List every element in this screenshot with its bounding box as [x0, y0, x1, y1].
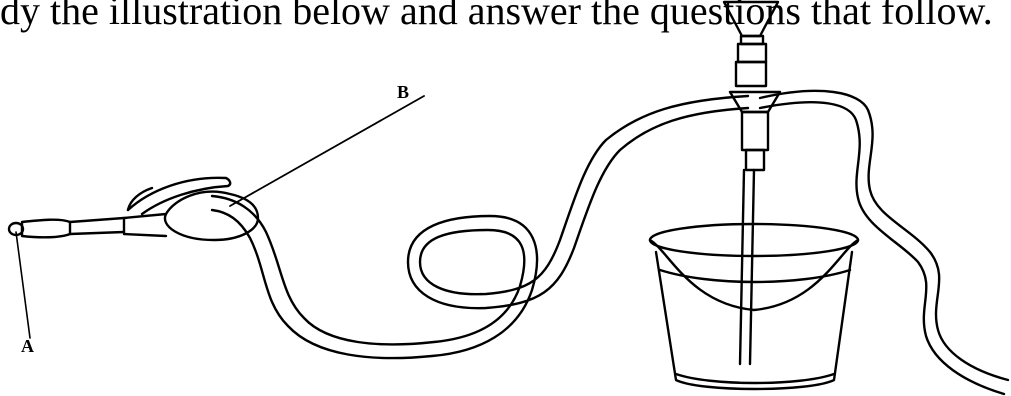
leader-line-a [15, 231, 31, 339]
pump-assembly [722, 0, 782, 366]
spray-lance [7, 176, 260, 242]
bucket [648, 222, 860, 391]
label-a: A [21, 336, 34, 356]
suction-hose [758, 89, 1010, 396]
instruction-text: dy the illustration below and answer the… [0, 0, 993, 33]
delivery-hose [210, 94, 750, 360]
label-b: B [397, 82, 410, 102]
leader-line-b [229, 95, 425, 207]
